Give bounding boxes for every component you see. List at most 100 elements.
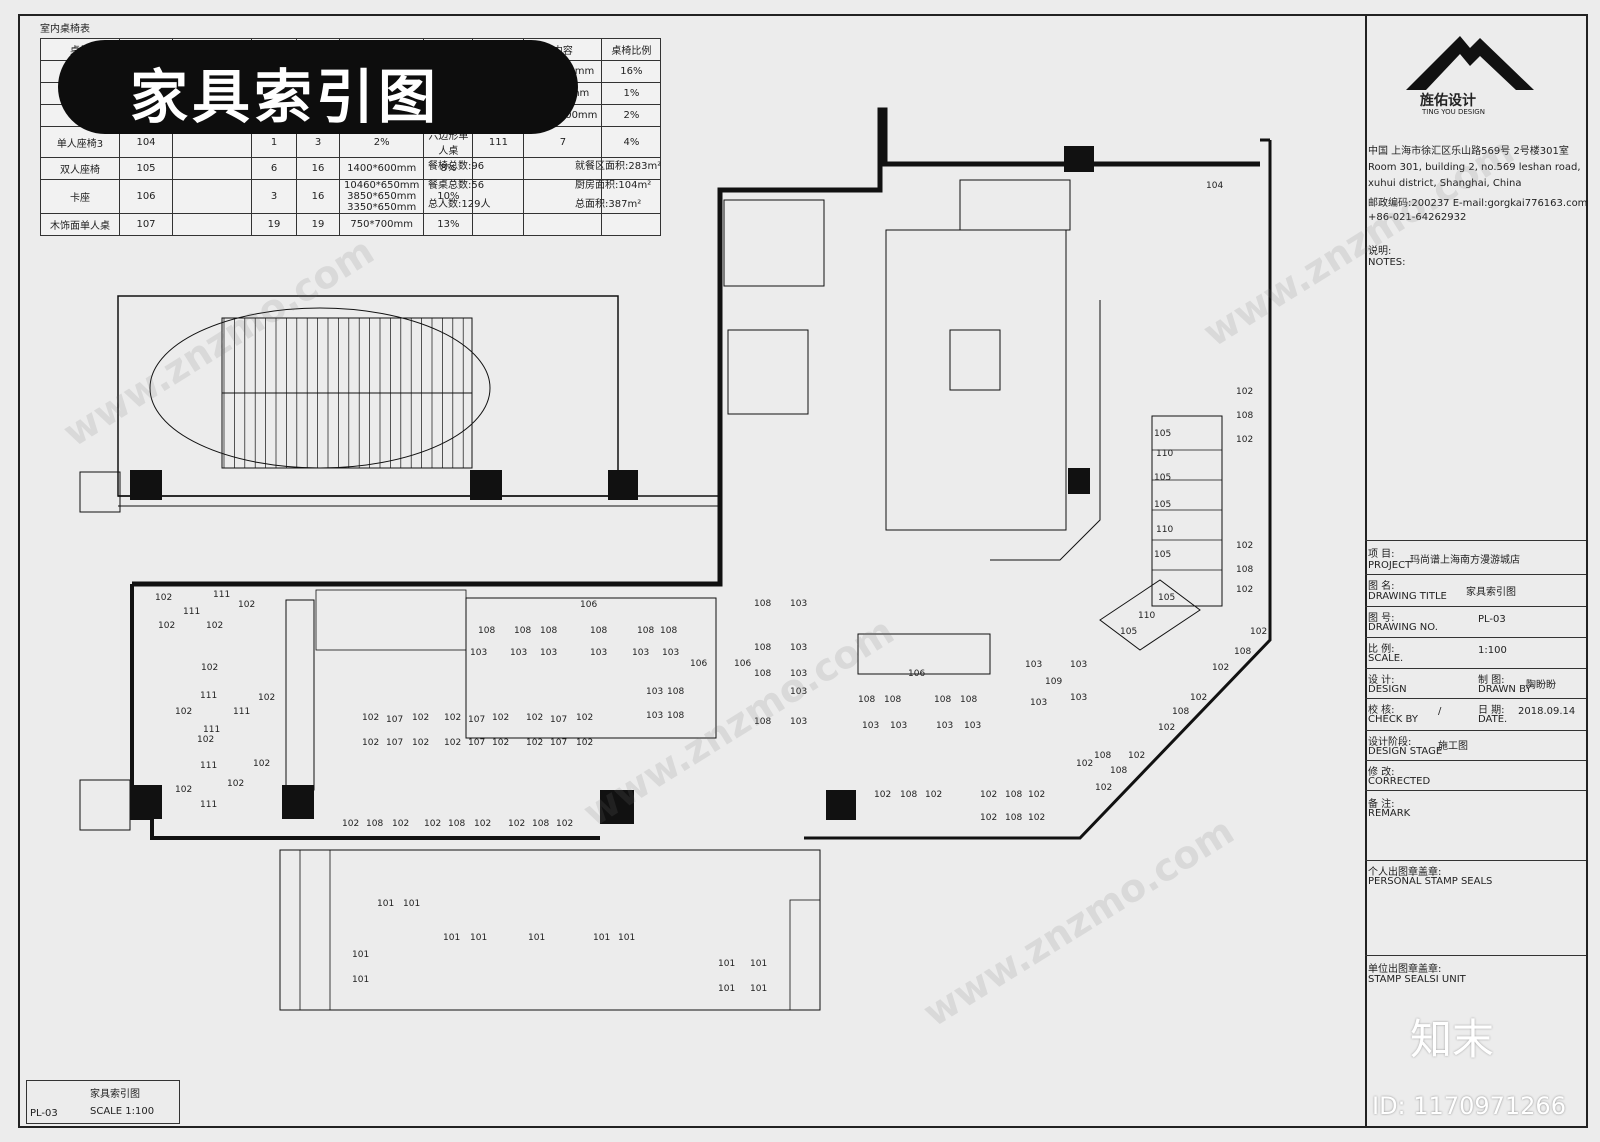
furniture-tag: 109: [1045, 677, 1062, 687]
furniture-tag: 111: [203, 725, 220, 735]
furniture-tag: 110: [1156, 525, 1173, 535]
furniture-tag: 104: [1206, 181, 1223, 191]
furniture-tag: 108: [754, 717, 771, 727]
drawing-frame: [18, 14, 1588, 1128]
legend-cell: [172, 157, 252, 180]
legend-cell: 107: [119, 213, 173, 236]
furniture-tag: 111: [233, 707, 250, 717]
legend-cell: 1%: [601, 82, 662, 105]
legend-cell: 106: [119, 179, 173, 214]
furniture-tag: 102: [155, 593, 172, 603]
furniture-tag: 108: [858, 695, 875, 705]
furniture-tag: 102: [412, 713, 429, 723]
furniture-tag: 106: [734, 659, 751, 669]
logo-subtext: TING YOU DESIGN: [1422, 108, 1485, 116]
furniture-tag: 101: [718, 959, 735, 969]
furniture-tag: 108: [1005, 790, 1022, 800]
drawing-title-en: DRAWING TITLE: [1368, 591, 1447, 602]
stage-en: DESIGN STAGE: [1368, 746, 1443, 757]
furniture-tag: 102: [158, 621, 175, 631]
furniture-tag: 103: [590, 648, 607, 658]
drawn-cn: 制 图:: [1478, 675, 1505, 686]
watermark-id: ID: 1170971266: [1372, 1092, 1566, 1120]
remark-en: REMARK: [1368, 808, 1411, 819]
summary-total-seats: 餐椅总数:96: [428, 161, 485, 172]
legend-cell: 桌椅比例: [601, 38, 662, 61]
furniture-tag: 101: [377, 899, 394, 909]
furniture-tag: 102: [1236, 585, 1253, 595]
phone: +86-021-64262932: [1368, 212, 1467, 223]
furniture-tag: 107: [468, 715, 485, 725]
scale-value: 1:100: [1478, 645, 1507, 656]
legend-cell: 10460*650mm 3850*650mm 3350*650mm: [338, 179, 425, 214]
personal-stamp-cn: 个人出图章盖章:: [1368, 867, 1442, 878]
drawing-title-value: 家具索引图: [1466, 587, 1516, 598]
furniture-tag: 103: [1070, 660, 1087, 670]
furniture-tag: 107: [386, 715, 403, 725]
logo-text: 旌佑设计: [1420, 93, 1476, 109]
furniture-tag: 108: [478, 626, 495, 636]
summary-total-area: 总面积:387m²: [575, 199, 642, 210]
legend-cell: 19: [296, 213, 340, 236]
remark-cn: 备 注:: [1368, 799, 1395, 810]
address-en-2: xuhui district, Shanghai, China: [1368, 178, 1522, 189]
furniture-tag: 111: [213, 590, 230, 600]
furniture-tag: 102: [980, 790, 997, 800]
banner-title: 家具索引图: [130, 63, 441, 131]
furniture-tag: 102: [925, 790, 942, 800]
project-cn: 项 目:: [1368, 549, 1395, 560]
furniture-tag: 105: [1158, 593, 1175, 603]
furniture-tag: 108: [514, 626, 531, 636]
title-banner: 家具索引图: [58, 40, 578, 134]
furniture-tag: 102: [444, 738, 461, 748]
furniture-tag: 103: [540, 648, 557, 658]
furniture-tag: 102: [1028, 790, 1045, 800]
furniture-tag: 111: [183, 607, 200, 617]
furniture-tag: 102: [1236, 541, 1253, 551]
legend-cell: 750*700mm: [338, 213, 425, 236]
drawing-label-box: [26, 1080, 180, 1124]
furniture-tag: 108: [540, 626, 557, 636]
scale-cn: 比 例:: [1368, 644, 1395, 655]
check-en: CHECK BY: [1368, 714, 1418, 725]
furniture-tag: 108: [448, 819, 465, 829]
furniture-tag: 101: [593, 933, 610, 943]
address-cn: 中国 上海市徐汇区乐山路569号 2号楼301室: [1368, 146, 1569, 157]
furniture-tag: 101: [750, 984, 767, 994]
furniture-tag: 103: [890, 721, 907, 731]
summary-total-people: 总人数:129人: [428, 199, 491, 210]
furniture-tag: 102: [1190, 693, 1207, 703]
furniture-tag: 103: [790, 599, 807, 609]
legend-cell: [172, 213, 252, 236]
furniture-tag: 101: [528, 933, 545, 943]
furniture-tag: 101: [718, 984, 735, 994]
furniture-tag: 105: [1120, 627, 1137, 637]
legend-cell: 10%: [423, 179, 474, 214]
drawing-no-cn: 图 号:: [1368, 613, 1395, 624]
furniture-tag: 102: [1076, 759, 1093, 769]
furniture-tag: 105: [1154, 500, 1171, 510]
furniture-tag: 102: [980, 813, 997, 823]
legend-caption: 室内桌椅表: [40, 24, 90, 35]
furniture-tag: 102: [526, 738, 543, 748]
furniture-tag: 108: [637, 626, 654, 636]
furniture-tag: 107: [386, 738, 403, 748]
furniture-tag: 102: [238, 600, 255, 610]
watermark-brand: 知末: [1410, 1015, 1495, 1064]
furniture-tag: 108: [754, 599, 771, 609]
furniture-tag: 101: [443, 933, 460, 943]
furniture-tag: 106: [690, 659, 707, 669]
furniture-tag: 102: [175, 707, 192, 717]
unit-stamp-en: STAMP SEALSI UNIT: [1368, 974, 1466, 985]
furniture-tag: 110: [1138, 611, 1155, 621]
furniture-tag: 108: [754, 643, 771, 653]
personal-stamp-en: PERSONAL STAMP SEALS: [1368, 876, 1493, 887]
furniture-tag: 102: [201, 663, 218, 673]
legend-cell: 13%: [423, 213, 474, 236]
furniture-tag: 102: [508, 819, 525, 829]
furniture-tag: 102: [253, 759, 270, 769]
furniture-tag: 106: [580, 600, 597, 610]
furniture-tag: 108: [366, 819, 383, 829]
drawn-value: 陶盼盼: [1526, 680, 1556, 691]
